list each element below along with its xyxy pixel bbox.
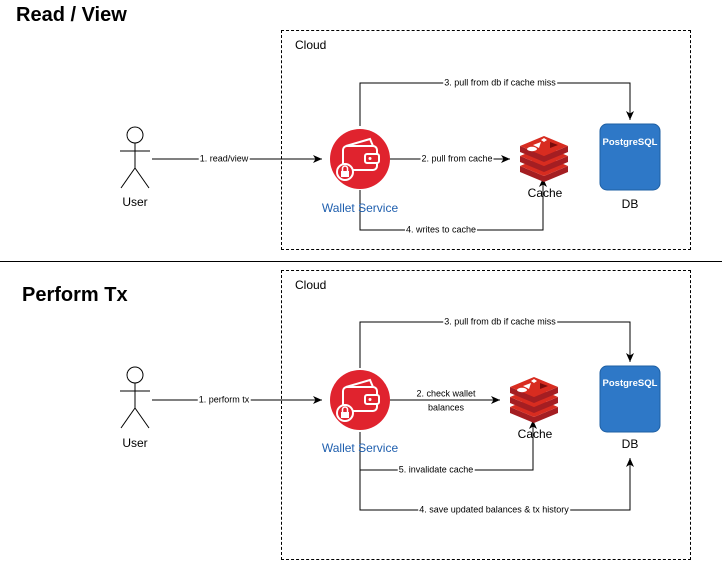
cache-label: Cache: [527, 186, 563, 200]
section-divider: [0, 261, 722, 262]
edge-label-save-balances: 4. save updated balances & tx history: [418, 504, 570, 516]
redis-cache-icon: [520, 136, 568, 182]
edge-label-writes-to-cache: 4. writes to cache: [404, 224, 478, 236]
section-title-read-view: Read / View: [16, 4, 127, 26]
wallet-service-icon: [330, 129, 390, 189]
wallet-service-label: Wallet Service: [321, 441, 399, 455]
edge-label-pull-from-cache: 2. pull from cache: [420, 153, 494, 165]
edge-label-check-wallet-line2: balances: [426, 402, 466, 414]
db-product-label: PostgreSQL: [603, 137, 658, 148]
cache-label: Cache: [517, 427, 553, 441]
postgresql-db-icon: PostgreSQL: [599, 123, 661, 191]
cloud-boundary-perform-tx: Cloud: [281, 270, 691, 560]
edge-label-read-view: 1. read/view: [198, 153, 250, 165]
cloud-boundary-read-view: Cloud: [281, 30, 691, 250]
edge-label-pull-from-db: 3. pull from db if cache miss: [443, 77, 557, 89]
cloud-label: Cloud: [295, 38, 327, 52]
db-product-label: PostgreSQL: [603, 378, 658, 389]
section-title-perform-tx: Perform Tx: [22, 284, 128, 306]
user-actor-icon: [120, 366, 150, 429]
db-label: DB: [621, 437, 639, 451]
edge-service-to-db-bottom: [359, 321, 634, 368]
wallet-service-label: Wallet Service: [321, 201, 399, 215]
cloud-label: Cloud: [295, 278, 327, 292]
edge-service-to-db-top: [359, 82, 634, 126]
edge-label-invalidate-cache: 5. invalidate cache: [397, 464, 475, 476]
user-label: User: [122, 436, 148, 450]
edge-label-perform-tx: 1. perform tx: [197, 394, 251, 406]
redis-cache-icon: [510, 377, 558, 423]
edge-label-check-wallet-line1: 2. check wallet: [415, 388, 477, 400]
postgresql-db-icon: PostgreSQL: [599, 365, 661, 433]
edge-label-pull-from-db: 3. pull from db if cache miss: [443, 316, 557, 328]
user-actor-icon: [120, 126, 150, 189]
wallet-service-icon: [330, 370, 390, 430]
db-label: DB: [621, 197, 639, 211]
user-label: User: [122, 195, 148, 209]
